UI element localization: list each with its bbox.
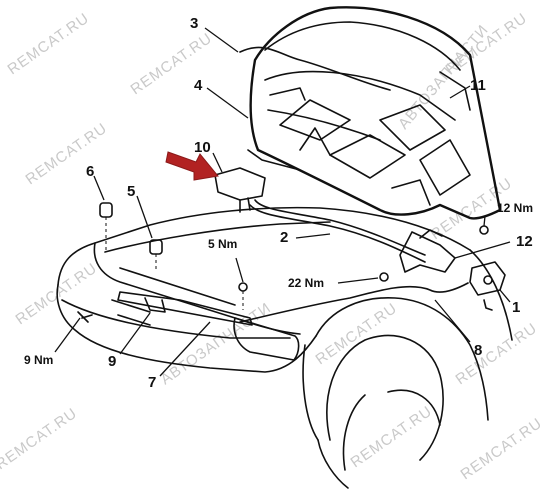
- watermark: REMCAT.RU: [313, 300, 401, 369]
- callout-4: 4: [194, 77, 203, 94]
- callout-11: 11: [470, 77, 486, 94]
- callout-8: 8: [474, 342, 482, 359]
- torque-12nm: 12 Nm: [497, 201, 533, 215]
- callout-1: 1: [512, 299, 520, 316]
- watermark: REMCAT.RU: [5, 10, 93, 79]
- leader-lines: [54, 27, 511, 377]
- callout-2: 2: [280, 229, 288, 246]
- torque-9nm: 9 Nm: [24, 353, 53, 367]
- torque-5nm: 5 Nm: [208, 237, 237, 251]
- hood-latch-arrow: [165, 151, 219, 181]
- latch-parts: [77, 167, 506, 326]
- callout-12: 12: [516, 233, 533, 250]
- callout-5a: 5: [127, 183, 135, 200]
- watermark: REMCAT.RU: [23, 120, 111, 189]
- callout-10: 10: [194, 139, 211, 156]
- car-body-drawing: [56, 206, 513, 489]
- callout-7: 7: [148, 374, 156, 391]
- callout-3: 3: [190, 15, 198, 32]
- watermark: REMCAT.RU: [458, 415, 546, 484]
- torque-22nm: 22 Nm: [288, 276, 324, 290]
- callout-9: 9: [108, 353, 116, 370]
- watermark: REMCAT.RU: [348, 403, 436, 472]
- watermark: REMCAT.RU: [453, 320, 541, 389]
- callout-6: 6: [86, 163, 94, 180]
- watermark: REMCAT.RU: [0, 405, 80, 474]
- hood-drawing: [239, 6, 502, 220]
